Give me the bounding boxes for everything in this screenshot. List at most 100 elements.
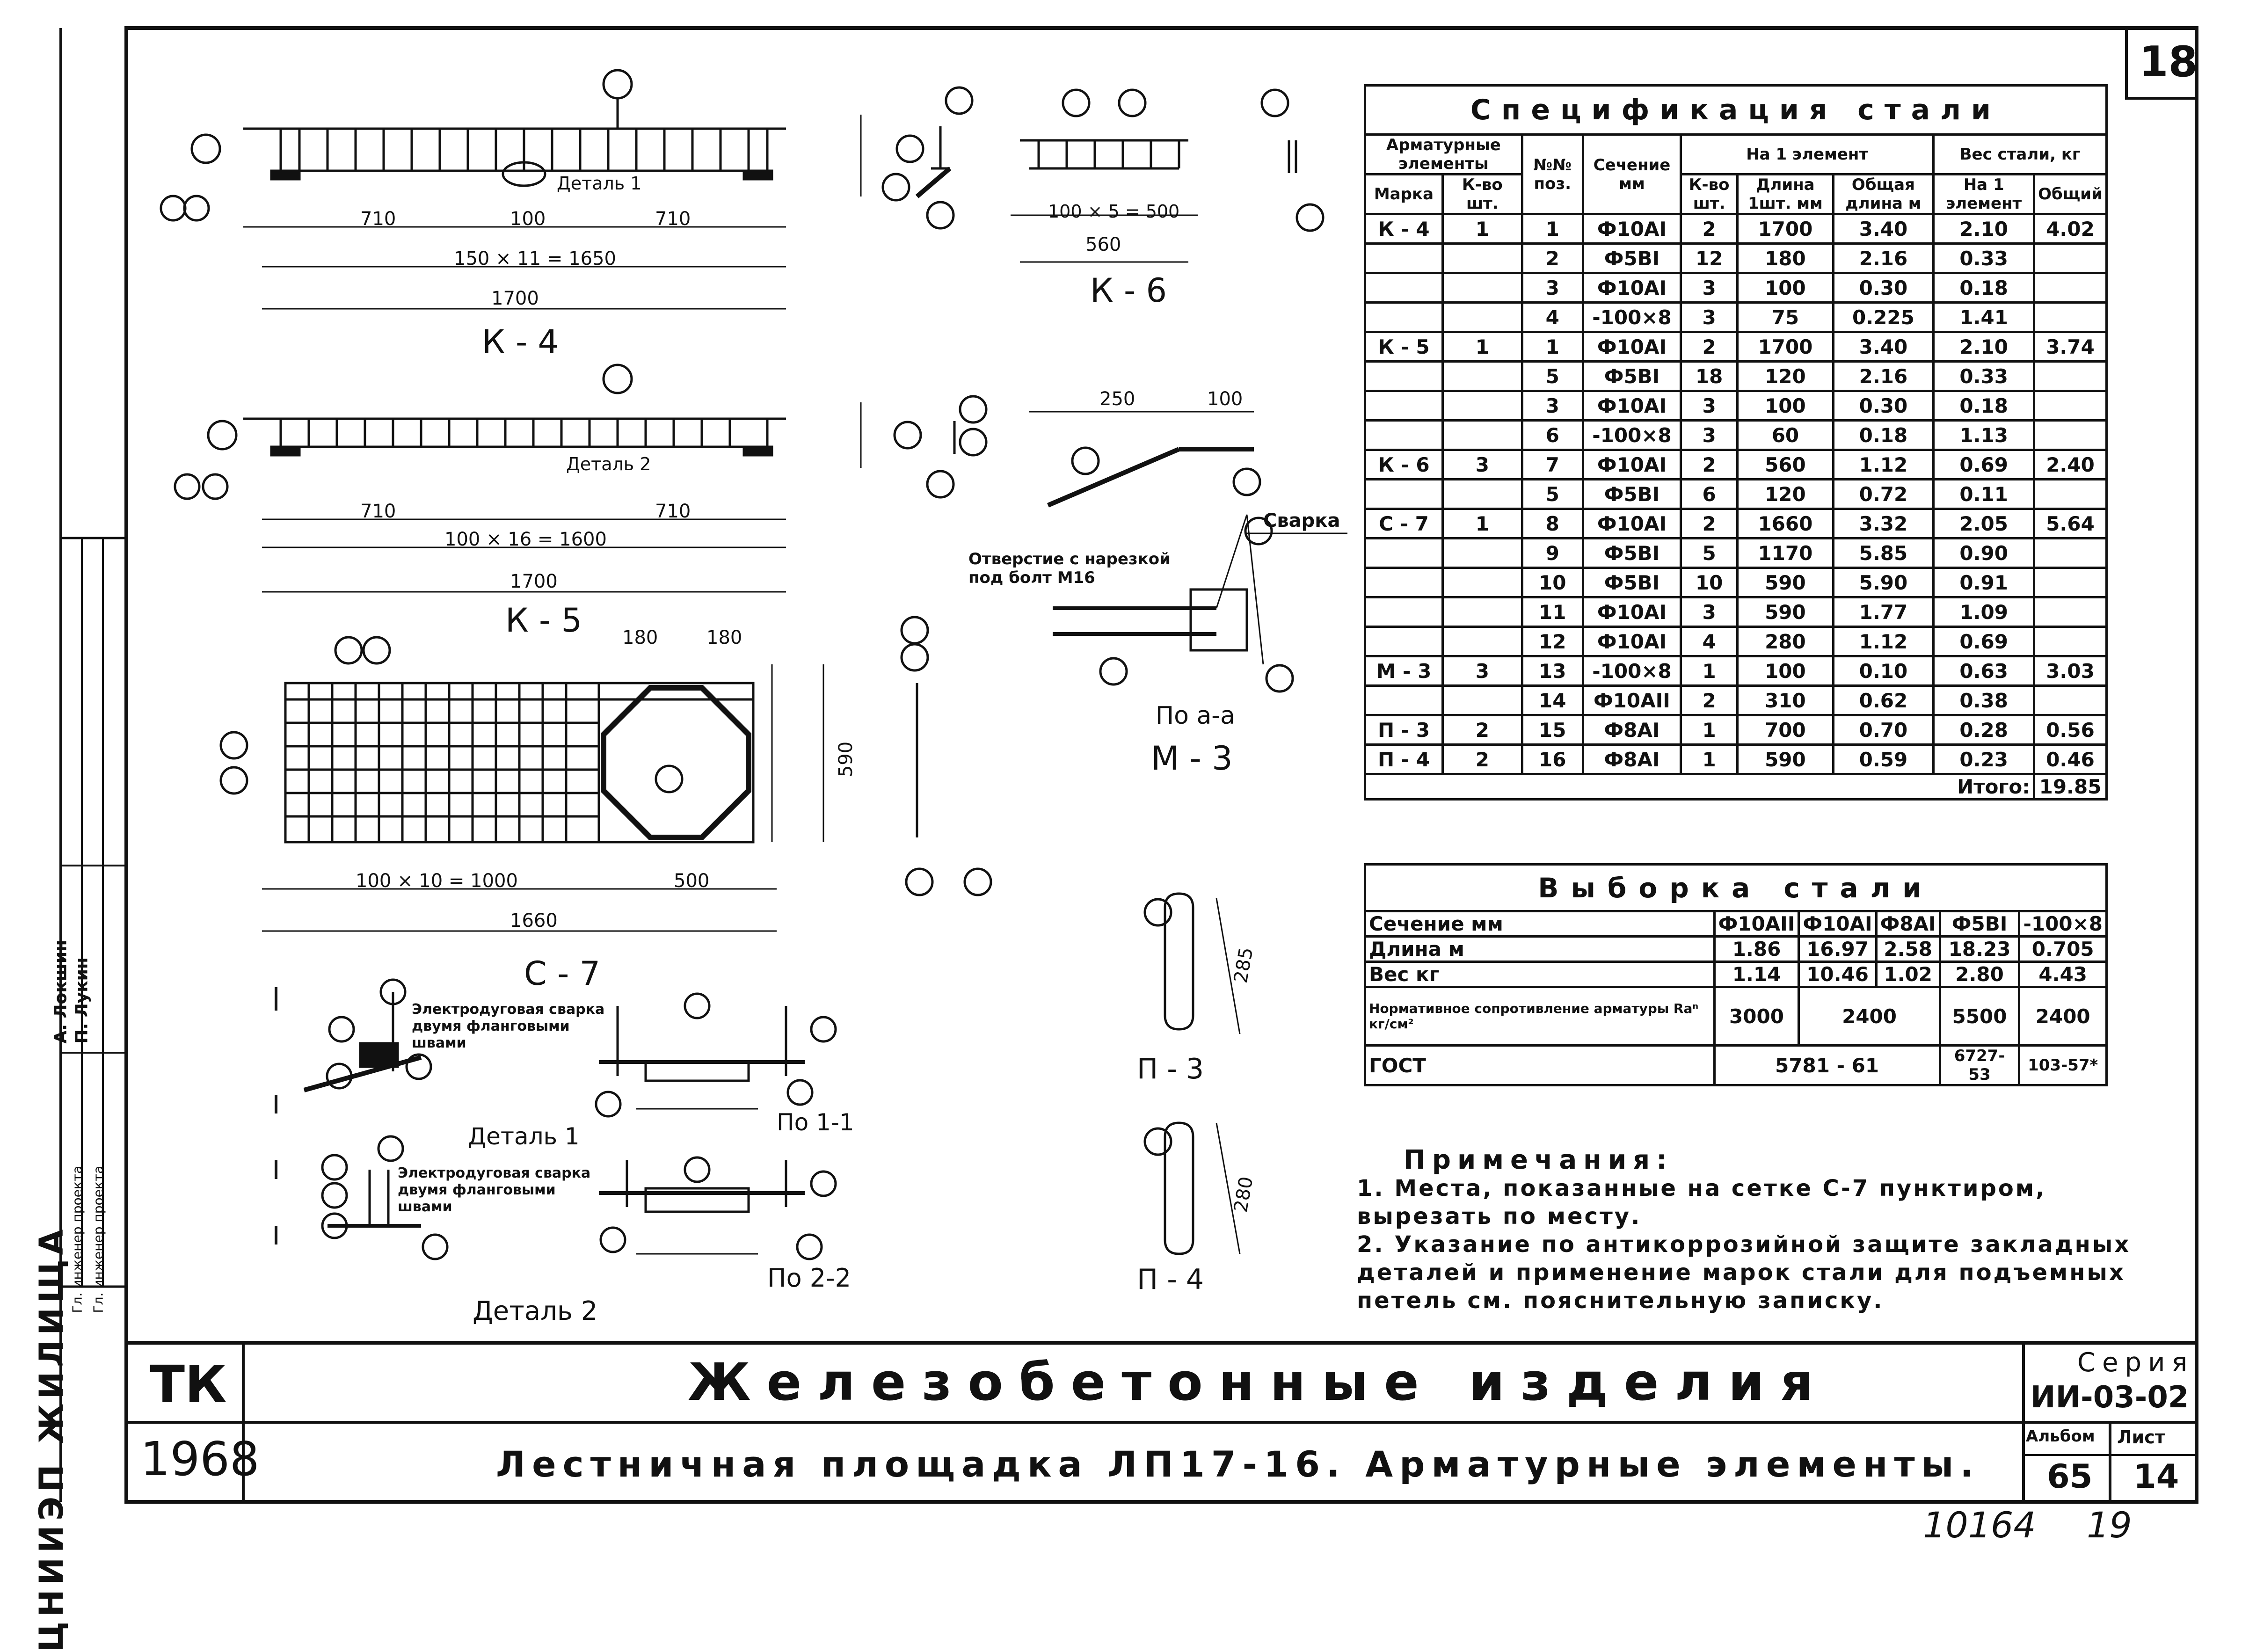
vyb-len-4: 18.23 bbox=[1938, 935, 2021, 963]
vyb-resist-0: 3000 bbox=[1713, 986, 1800, 1047]
sheet-value: 14 bbox=[2133, 1457, 2179, 1496]
spec-cell: 0.90 bbox=[1932, 537, 2036, 569]
vyb-gost-2: 103-57* bbox=[2018, 1044, 2108, 1086]
spec-cell: 1.41 bbox=[1932, 301, 2036, 333]
album-value: 65 bbox=[2047, 1457, 2093, 1496]
spec-cell bbox=[2033, 301, 2108, 333]
spec-cell: 1.13 bbox=[1932, 419, 2036, 451]
spec-h-total-w: Общий bbox=[2033, 173, 2108, 215]
c7-drawing bbox=[219, 616, 992, 932]
spec-cell: 1 bbox=[1441, 213, 1523, 245]
k4-drawing bbox=[160, 69, 786, 310]
spec-cell: 100 bbox=[1736, 272, 1834, 304]
spec-cell bbox=[1441, 684, 1523, 716]
spec-cell: 13 bbox=[1521, 655, 1584, 687]
m3-label: М - 3 bbox=[1151, 739, 1233, 778]
spec-cell: Ф10АI bbox=[1581, 626, 1682, 657]
spec-cell: 12 bbox=[1680, 242, 1739, 274]
c7-dim-180a: 180 bbox=[622, 627, 658, 648]
spec-cell: -100×8 bbox=[1581, 301, 1682, 333]
spec-cell bbox=[1364, 478, 1444, 510]
spec-cell bbox=[1364, 242, 1444, 274]
spec-cell: 15 bbox=[1521, 714, 1584, 746]
spec-cell bbox=[1441, 537, 1523, 569]
p3-p4-drawing bbox=[1143, 892, 1241, 1255]
detail2-section-label: По 2-2 bbox=[767, 1263, 852, 1293]
spec-cell: 1 bbox=[1521, 331, 1584, 363]
c7-dim-180b: 180 bbox=[706, 627, 742, 648]
spec-title: Спецификация стали bbox=[1364, 84, 2108, 136]
spec-cell: 0.56 bbox=[2033, 714, 2108, 746]
vyborka-table: Выборка стали Сечение мм Ф10АII Ф10АI Ф8… bbox=[1364, 863, 2108, 1086]
spec-cell bbox=[2033, 626, 2108, 657]
vyb-w-0: Вес кг bbox=[1364, 961, 1716, 988]
vyb-col-4: Ф5ВI bbox=[1938, 910, 2021, 938]
vyb-len-5: 0.705 bbox=[2018, 935, 2108, 963]
k4-dim-710b: 710 bbox=[655, 208, 691, 230]
album-label: Альбом bbox=[2026, 1427, 2095, 1446]
spec-cell: 3 bbox=[1521, 390, 1584, 422]
spec-cell: 3 bbox=[1680, 596, 1739, 628]
spec-cell: 1 bbox=[1680, 743, 1739, 775]
spec-total-label: Итого: bbox=[1363, 773, 2036, 801]
spec-cell: Ф10АI bbox=[1581, 272, 1682, 304]
spec-cell: 3 bbox=[1680, 272, 1739, 304]
k4-detail-callout: Деталь 1 bbox=[557, 173, 642, 194]
spec-cell bbox=[1441, 242, 1523, 274]
spec-cell: 3.40 bbox=[1832, 213, 1935, 245]
k6-drawing bbox=[1011, 88, 1325, 263]
spec-cell bbox=[1364, 272, 1444, 304]
spec-h-mark: Марка bbox=[1364, 173, 1444, 215]
vyb-resist-3: 2400 bbox=[2018, 986, 2108, 1047]
spec-cell bbox=[2033, 596, 2108, 628]
spec-cell bbox=[1364, 567, 1444, 598]
spec-cell: 0.70 bbox=[1832, 714, 1935, 746]
spec-cell: 2.05 bbox=[1932, 508, 2036, 539]
spec-cell: 120 bbox=[1736, 360, 1834, 392]
spec-cell: 0.30 bbox=[1832, 390, 1935, 422]
spec-cell: 5 bbox=[1521, 360, 1584, 392]
spec-cell: Ф10АI bbox=[1581, 213, 1682, 245]
spec-cell: 3.74 bbox=[2033, 331, 2108, 363]
k5-label: К - 5 bbox=[505, 601, 582, 640]
spec-cell: -100×8 bbox=[1581, 655, 1682, 687]
spec-total-value: 19.85 bbox=[2033, 773, 2108, 801]
vyb-w-1: 1.14 bbox=[1713, 961, 1800, 988]
spec-cell: 0.30 bbox=[1832, 272, 1935, 304]
spec-cell: П - 3 bbox=[1364, 714, 1444, 746]
spec-cell: 0.59 bbox=[1832, 743, 1935, 775]
vyb-resist-2: 5500 bbox=[1938, 986, 2021, 1047]
vyb-w-5: 4.43 bbox=[2018, 961, 2108, 988]
vyb-len-0: Длина м bbox=[1364, 935, 1716, 963]
spec-cell: Ф5ВI bbox=[1581, 242, 1682, 274]
spec-cell bbox=[2033, 684, 2108, 716]
spec-cell bbox=[2033, 478, 2108, 510]
spec-cell: 590 bbox=[1736, 743, 1834, 775]
c7-dim-500: 500 bbox=[674, 870, 710, 892]
spec-cell: 1660 bbox=[1736, 508, 1834, 539]
vyborka-title: Выборка стали bbox=[1364, 863, 2108, 912]
spec-cell: 0.46 bbox=[2033, 743, 2108, 775]
spec-table: Спецификация стали Арматурные элементы №… bbox=[1363, 84, 2108, 801]
spec-cell: 1.09 bbox=[1932, 596, 2036, 628]
vyborka-resist-row: Нормативное сопротивление арматуры Rаⁿ к… bbox=[1364, 986, 2108, 1047]
spec-cell bbox=[1364, 301, 1444, 333]
spec-cell: 0.23 bbox=[1932, 743, 2036, 775]
spec-cell: 18 bbox=[1680, 360, 1739, 392]
spec-cell: 2 bbox=[1521, 242, 1584, 274]
spec-cell bbox=[2033, 390, 2108, 422]
spec-cell: 2.10 bbox=[1932, 213, 2036, 245]
m3-dim-100: 100 bbox=[1207, 388, 1243, 410]
spec-cell bbox=[1364, 419, 1444, 451]
